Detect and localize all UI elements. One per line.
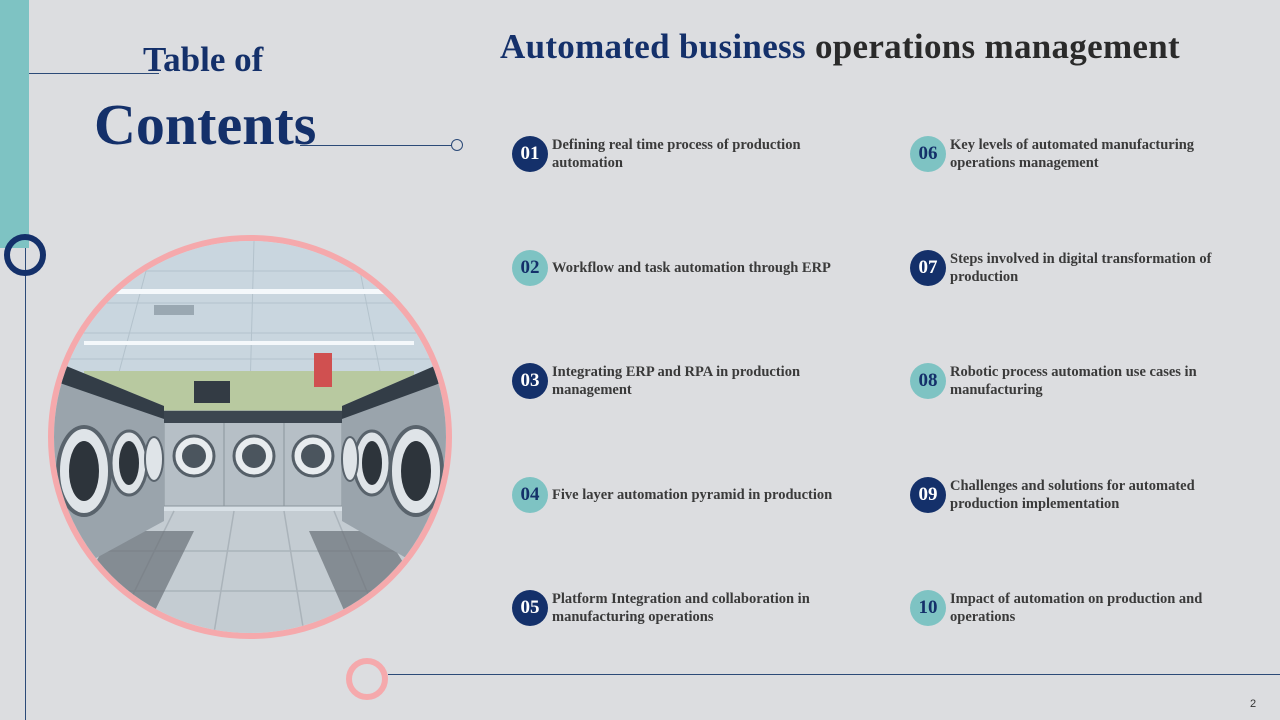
item-number-badge: 08 [910, 363, 946, 399]
item-label: Steps involved in digital transformation… [950, 251, 1212, 285]
item-number-badge: 03 [512, 363, 548, 399]
item-label: Integrating ERP and RPA in production ma… [552, 364, 801, 398]
navy-ring-decoration [4, 234, 46, 276]
item-number-badge: 06 [910, 136, 946, 172]
bottom-divider-line [388, 674, 1280, 675]
pink-ring-decoration [346, 658, 388, 700]
left-vertical-line [25, 248, 26, 720]
item-number-badge: 09 [910, 477, 946, 513]
page-number: 2 [1250, 698, 1257, 710]
toc-item-03[interactable]: 03 Integrating ERP and RPA in production… [512, 363, 837, 399]
item-label: Workflow and task automation through ERP [552, 260, 831, 276]
page-title-part1: Automated business [500, 27, 806, 66]
item-label: Platform Integration and collaboration i… [552, 591, 810, 625]
toc-title-line1: Table of [143, 40, 264, 79]
toc-item-10[interactable]: 10 Impact of automation on production an… [910, 590, 1235, 626]
toc-title-line2: Contents [94, 92, 317, 157]
toc-item-08[interactable]: 08 Robotic process automation use cases … [910, 363, 1235, 399]
item-number-badge: 01 [512, 136, 548, 172]
toc-item-01[interactable]: 01 Defining real time process of product… [512, 136, 837, 172]
item-label: Defining real time process of production… [552, 137, 801, 171]
laundromat-photo [48, 235, 452, 639]
toc-item-06[interactable]: 06 Key levels of automated manufacturing… [910, 136, 1235, 172]
item-number-badge: 02 [512, 250, 548, 286]
toc-top-line [29, 73, 159, 74]
item-number-badge: 05 [512, 590, 548, 626]
toc-item-07[interactable]: 07 Steps involved in digital transformat… [910, 250, 1235, 286]
item-label: Key levels of automated manufacturing op… [950, 137, 1195, 171]
toc-item-09[interactable]: 09 Challenges and solutions for automate… [910, 477, 1235, 513]
toc-item-04[interactable]: 04 Five layer automation pyramid in prod… [512, 477, 837, 513]
toc-item-02[interactable]: 02 Workflow and task automation through … [512, 250, 837, 286]
toc-line-end-dot [451, 139, 463, 151]
toc-item-05[interactable]: 05 Platform Integration and collaboratio… [512, 590, 837, 626]
item-label: Robotic process automation use cases in … [950, 364, 1197, 398]
item-number-badge: 04 [512, 477, 548, 513]
toc-underline [300, 145, 452, 146]
item-label: Impact of automation on production and o… [950, 591, 1203, 625]
item-label: Challenges and solutions for automated p… [950, 478, 1195, 512]
page-title-part2: operations management [814, 27, 1180, 66]
item-label: Five layer automation pyramid in product… [552, 487, 833, 503]
page-title: Automated business operations management [500, 27, 1180, 67]
laundromat-illustration [54, 241, 446, 633]
item-number-badge: 07 [910, 250, 946, 286]
teal-accent-bar [0, 0, 29, 248]
item-number-badge: 10 [910, 590, 946, 626]
